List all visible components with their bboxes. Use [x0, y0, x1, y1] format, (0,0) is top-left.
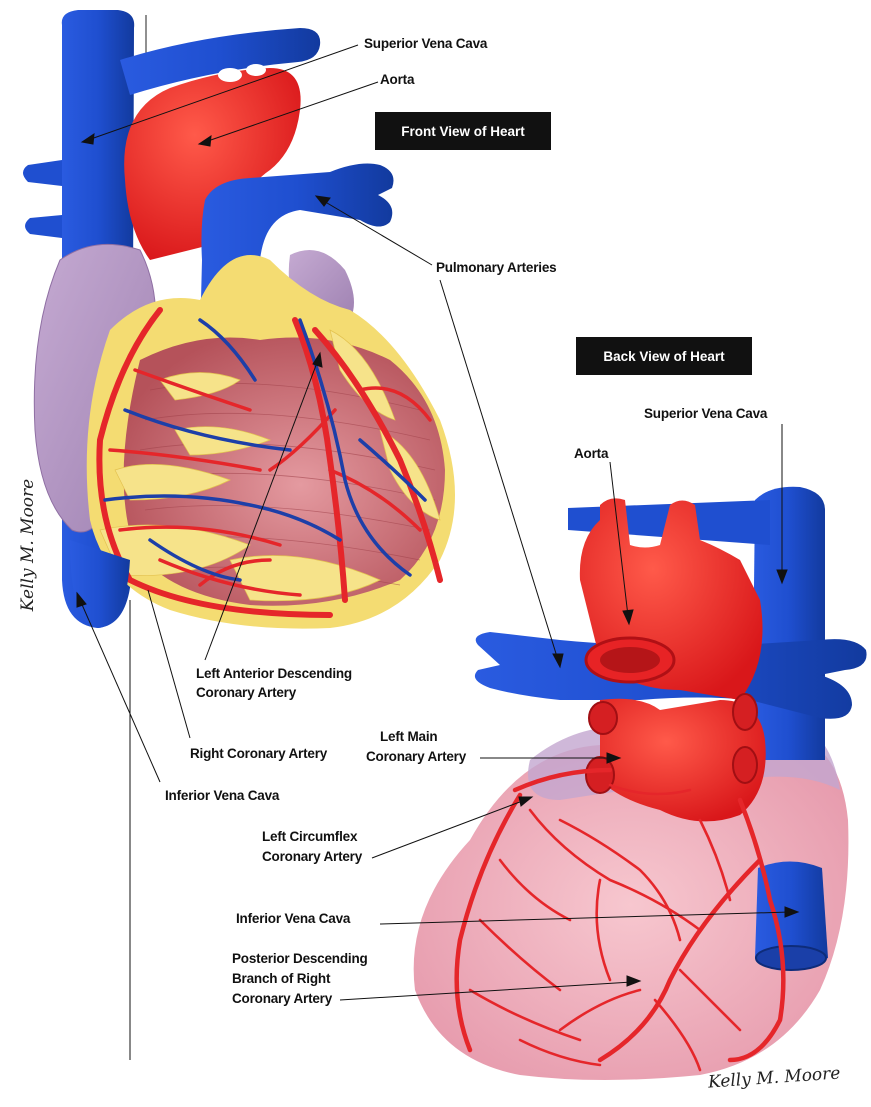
label-lad-line1: Left Anterior Descending — [196, 665, 352, 682]
label-pulmonary-arteries: Pulmonary Arteries — [436, 259, 556, 276]
label-left-main-line1: Left Main — [380, 728, 437, 745]
label-circumflex-line1: Left Circumflex — [262, 828, 357, 845]
label-posterior-line1: Posterior Descending — [232, 950, 368, 967]
label-front-aorta: Aorta — [380, 71, 414, 88]
label-front-inferior-vena-cava: Inferior Vena Cava — [165, 787, 279, 804]
label-left-main-line2: Coronary Artery — [366, 748, 466, 765]
label-circumflex-line2: Coronary Artery — [262, 848, 362, 865]
label-front-superior-vena-cava: Superior Vena Cava — [364, 35, 487, 52]
label-back-superior-vena-cava: Superior Vena Cava — [644, 405, 767, 422]
label-right-coronary-artery: Right Coronary Artery — [190, 745, 327, 762]
front-view-banner: Front View of Heart — [375, 112, 551, 150]
back-view-banner: Back View of Heart — [576, 337, 752, 375]
label-back-aorta: Aorta — [574, 445, 608, 462]
label-back-inferior-vena-cava: Inferior Vena Cava — [236, 910, 350, 927]
label-posterior-line2: Branch of Right — [232, 970, 330, 987]
label-lad-line2: Coronary Artery — [196, 684, 296, 701]
label-posterior-line3: Coronary Artery — [232, 990, 332, 1007]
front-heart — [23, 10, 455, 629]
artist-signature-side: Kelly M. Moore — [18, 479, 38, 611]
